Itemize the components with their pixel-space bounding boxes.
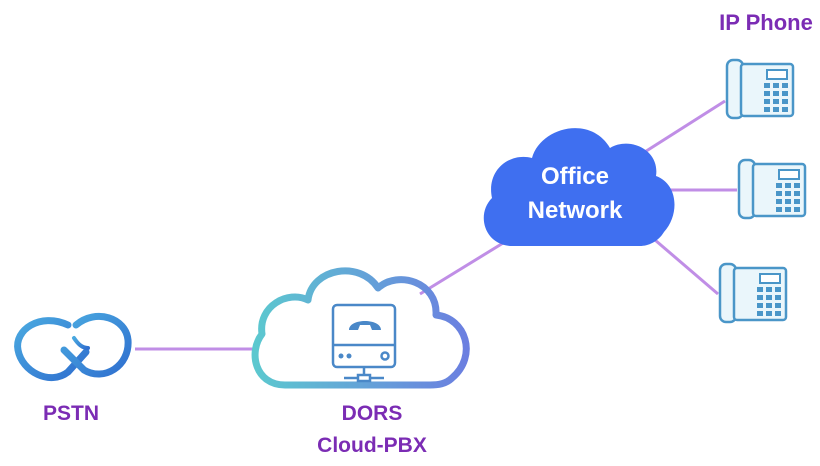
desk-phone-icon <box>725 58 795 120</box>
ip-phone-label: IP Phone <box>719 10 813 35</box>
dors-label-line2: Cloud-PBX <box>317 434 427 457</box>
desk-phone-icon <box>737 158 807 220</box>
ip-phone-3 <box>718 262 788 324</box>
office-network-cloud: Office Network <box>483 128 675 246</box>
connection-lines <box>135 99 737 351</box>
pbx-server-icon <box>331 303 397 383</box>
link-office-phone-3 <box>654 238 719 296</box>
ip-phone-2 <box>737 158 807 220</box>
link-office-phone-1 <box>639 99 726 157</box>
office-network-label-line2: Network <box>528 197 623 224</box>
link-pbx-office <box>419 238 509 296</box>
cloud-outline-icon <box>251 267 470 389</box>
desk-phone-icon <box>718 262 788 324</box>
office-network-label-line1: Office <box>541 163 609 190</box>
pstn-label: PSTN <box>43 402 99 425</box>
dors-label-line1: DORS <box>342 402 403 425</box>
pstn-loop-icon <box>14 312 132 381</box>
pbx-cloud <box>251 267 470 389</box>
ip-phone-1 <box>725 58 795 120</box>
cloud-icon <box>483 128 675 246</box>
